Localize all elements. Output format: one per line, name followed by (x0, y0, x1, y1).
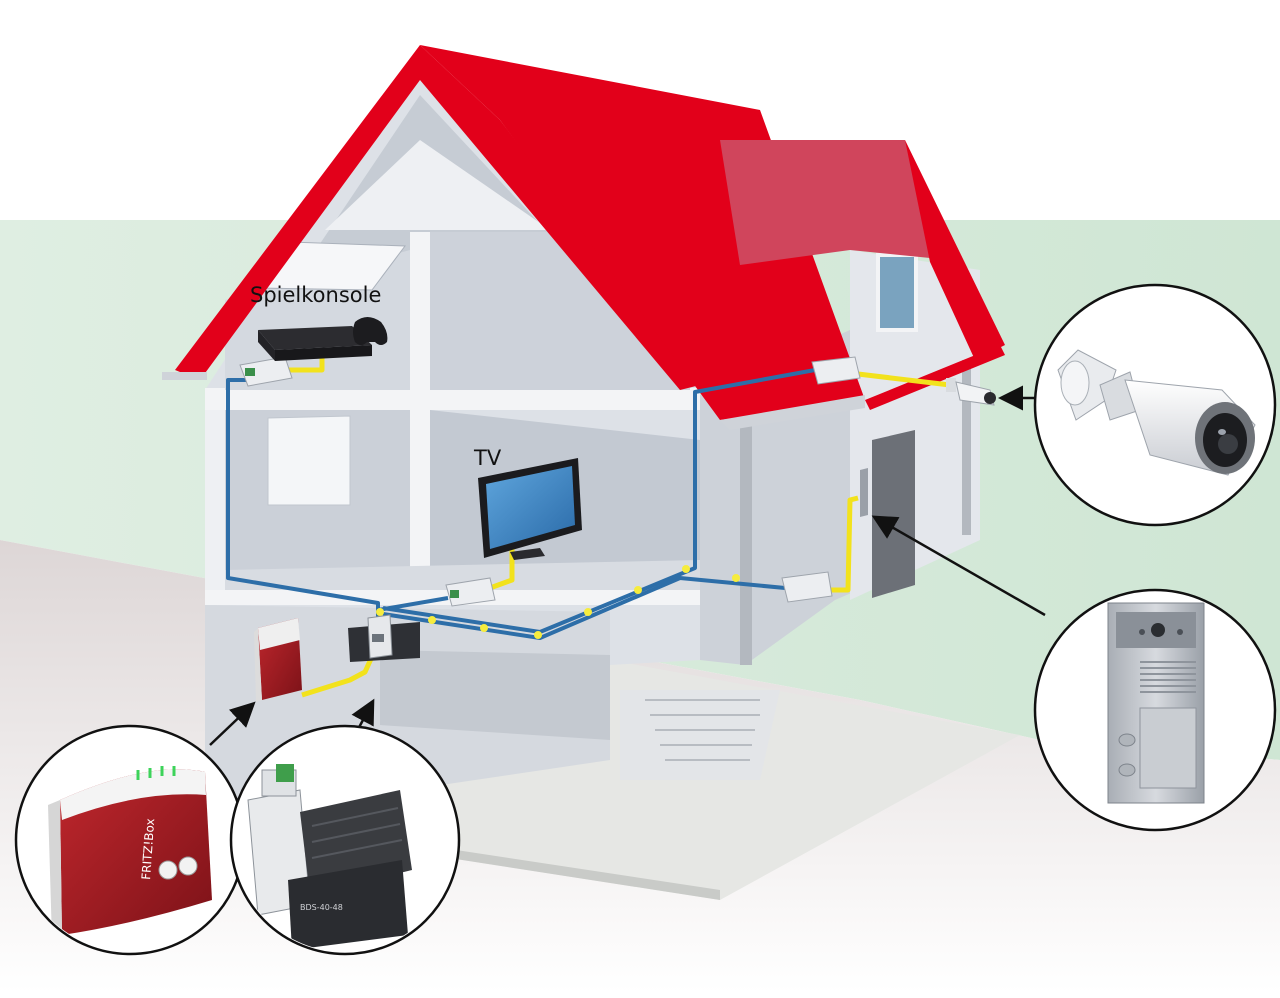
adapter-tv (445, 577, 496, 607)
router-brand: FRITZ!Box (139, 818, 157, 880)
cable-intercom (830, 495, 859, 593)
security-camera-icon (1057, 349, 1256, 476)
roof-eave (865, 345, 1005, 410)
callout-door-intercom (1033, 588, 1277, 832)
cable-dot (534, 631, 542, 639)
game-console-icon (258, 317, 388, 361)
psu-model: BDS-40-48 (300, 903, 343, 912)
gutter-left (162, 372, 207, 380)
adapter-door (781, 571, 833, 603)
power-cabling (288, 352, 951, 698)
drain-pipe (740, 415, 752, 665)
cable-dot (634, 586, 642, 594)
floor-middle (225, 560, 700, 590)
floor-slab-upper (205, 388, 700, 410)
attic-peak (325, 140, 550, 230)
roof-main (420, 45, 865, 420)
cable-to-camera-adapter (382, 368, 816, 634)
adapter-attic (239, 356, 293, 387)
cable-dot (682, 565, 690, 573)
callout-poe-switch: BDS-40-48 (229, 724, 461, 956)
gutter-front (720, 395, 865, 430)
adapter-camera (811, 356, 861, 385)
roof (162, 45, 1005, 430)
window-left (267, 415, 351, 506)
cable-dot (584, 608, 592, 616)
left-outer-wall (205, 410, 225, 590)
cellar-niche (380, 650, 610, 740)
cable-dot (428, 616, 436, 624)
router-small-icon (254, 618, 302, 702)
cable-dot (480, 624, 488, 632)
label-tv: TV (473, 446, 502, 470)
tv-icon (478, 458, 582, 560)
poe-switch-icon: BDS-40-48 (247, 764, 412, 950)
callout-router: FRITZ!Box (14, 724, 246, 956)
doorbell-panel (860, 468, 868, 517)
cable-dots (376, 565, 740, 639)
cable-dot (376, 608, 384, 616)
cable-camera (857, 371, 951, 388)
door-intercom-icon (1107, 602, 1205, 804)
router-icon: FRITZ!Box (48, 766, 212, 940)
drain-pipe-right (962, 360, 971, 535)
interior-wall (410, 232, 430, 592)
arrow-router (209, 701, 256, 746)
extension-window (876, 253, 918, 332)
cable-dot (732, 574, 740, 582)
cable-router-switch (301, 648, 378, 698)
dormer-roof (720, 140, 950, 265)
camera-small-icon (946, 378, 996, 406)
label-game-console: Spielkonsole (250, 283, 381, 307)
cable-tv (489, 545, 515, 591)
arrow-intercom (871, 515, 1046, 617)
cellar-stairs (620, 690, 780, 780)
poe-switch-small-icon (348, 614, 420, 662)
front-door (872, 430, 915, 598)
dormer-roof-side (905, 140, 1005, 360)
cable-to-door-adapter (382, 576, 786, 640)
network-adapters (239, 356, 861, 607)
callout-ip-camera (1033, 283, 1277, 527)
